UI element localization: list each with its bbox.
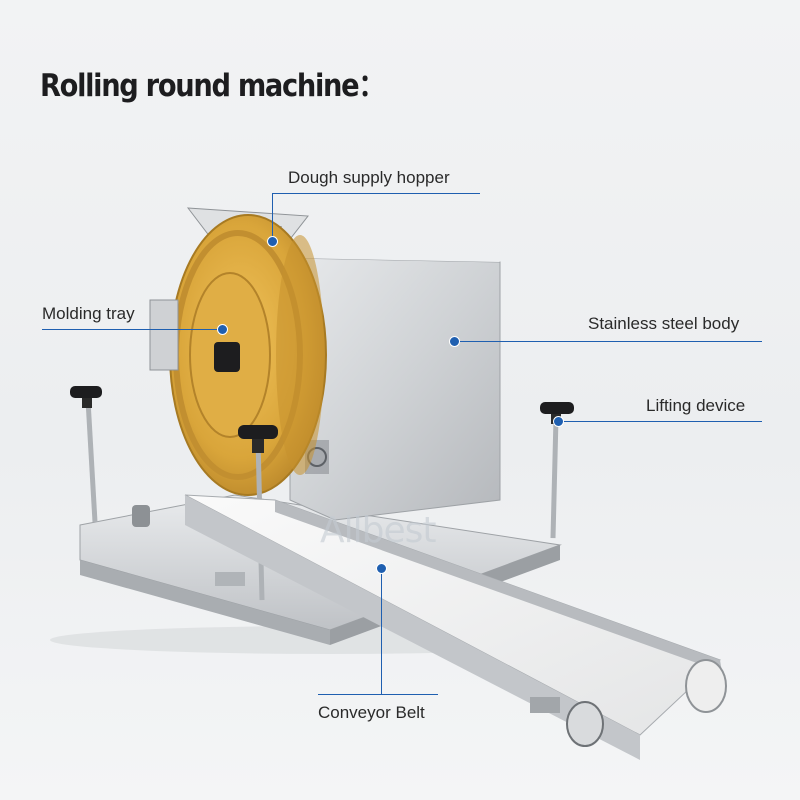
tray-bracket: [149, 299, 179, 371]
callout-body-label: Stainless steel body: [588, 314, 740, 333]
callout-hopper-label: Dough supply hopper: [288, 168, 450, 187]
callout-body-dot: [449, 336, 460, 347]
steel-body-top: [280, 252, 500, 262]
callout-hopper-dot: [267, 236, 278, 247]
callout-tray-label: Molding tray: [42, 304, 135, 323]
base-plate-edge: [80, 560, 330, 645]
callout-tray-dot: [217, 324, 228, 335]
callout-conveyor-line: [381, 570, 382, 694]
callout-conveyor-dot: [376, 563, 387, 574]
callout-lifting-label: Lifting device: [646, 396, 746, 415]
callout-lifting-line: [558, 421, 762, 422]
callout-tray-line: [42, 329, 220, 330]
callout-lifting-dot: [553, 416, 564, 427]
page-title: Rolling round machine：: [40, 68, 386, 104]
tray-knob: [214, 342, 240, 372]
watermark-logo: Allbest: [320, 510, 437, 551]
callout-conveyor-label: Conveyor Belt: [318, 703, 425, 722]
conveyor-belt: [184, 494, 727, 760]
callout-body-line: [454, 341, 762, 342]
callout-hopper-line: [272, 193, 480, 194]
